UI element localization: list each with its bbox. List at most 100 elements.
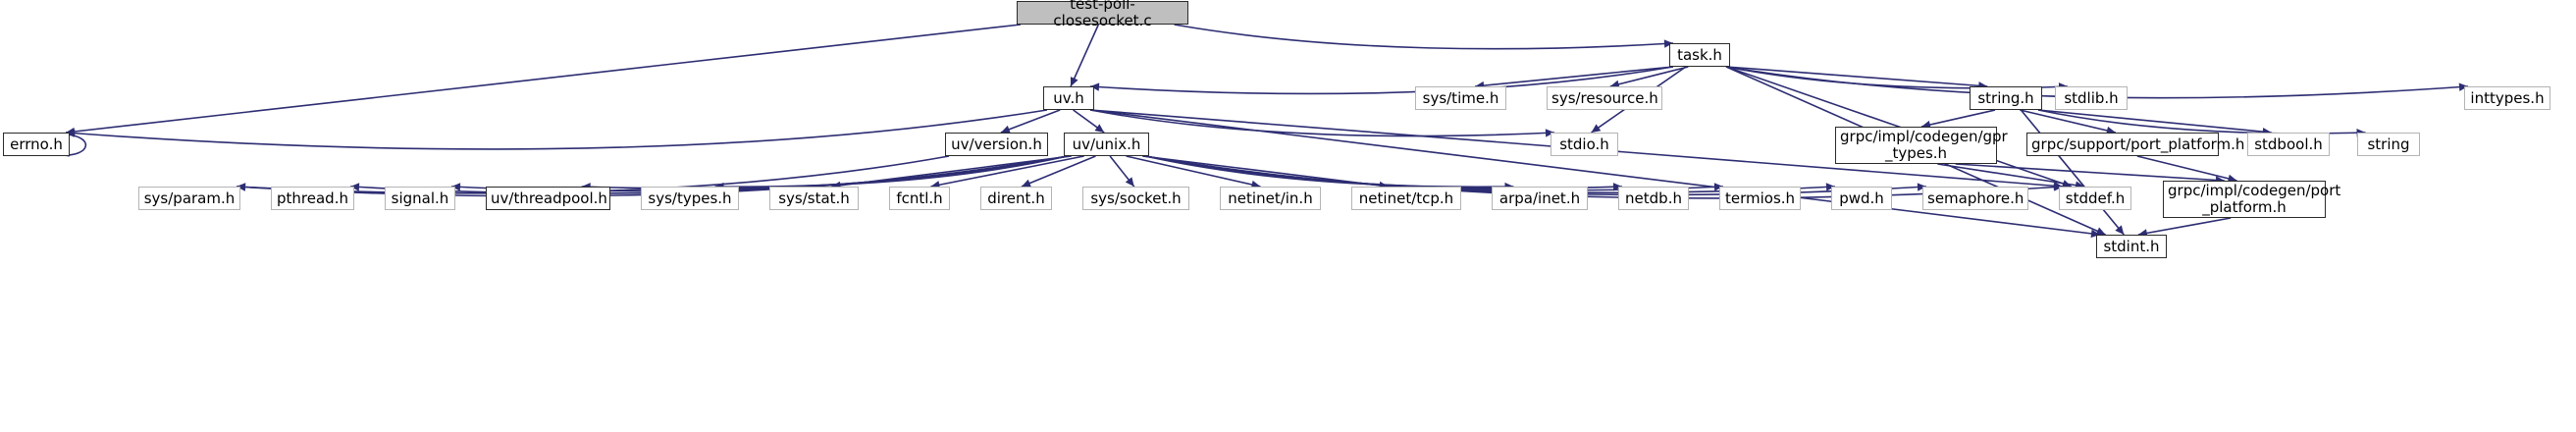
- edge-arrowhead: [2227, 174, 2237, 183]
- graph-node-sysresource[interactable]: sys/resource.h: [1547, 86, 1662, 110]
- graph-node-stdlib[interactable]: stdlib.h: [2055, 86, 2128, 110]
- graph-node-label: signal.h: [391, 189, 449, 207]
- edge-root-to-errno: [65, 24, 1022, 134]
- graph-node-systypes[interactable]: sys/types.h: [641, 187, 739, 210]
- graph-node-label: errno.h: [10, 135, 63, 153]
- edge-arrowhead: [237, 183, 246, 191]
- graph-node-stdbool[interactable]: stdbool.h: [2247, 133, 2330, 156]
- edge-root-to-uv: [1070, 24, 1100, 87]
- graph-node-stddef[interactable]: stddef.h: [2059, 187, 2131, 210]
- edge-arrowhead: [2115, 225, 2125, 235]
- graph-node-label: task.h: [1677, 45, 1722, 64]
- graph-node-threadpool[interactable]: uv/threadpool.h: [486, 187, 610, 210]
- graph-node-netinettcp[interactable]: netinet/tcp.h: [1351, 187, 1461, 210]
- edge-task-to-uv: [1089, 66, 1674, 95]
- graph-node-fcntl[interactable]: fcntl.h: [889, 187, 950, 210]
- graph-node-gprtypes[interactable]: grpc/impl/codegen/gpr _types.h: [1835, 127, 2008, 164]
- edge-stringh-to-stdint: [2020, 109, 2125, 236]
- graph-node-label: stdio.h: [1559, 135, 1609, 153]
- graph-node-errno[interactable]: errno.h: [3, 133, 70, 156]
- graph-node-stringcpp[interactable]: string: [2357, 133, 2420, 156]
- graph-node-semaphore[interactable]: semaphore.h: [1922, 187, 2028, 210]
- edge-arrowhead: [1591, 124, 1602, 133]
- graph-node-pthread[interactable]: pthread.h: [271, 187, 354, 210]
- graph-node-label: fcntl.h: [896, 189, 943, 207]
- graph-node-arpainet[interactable]: arpa/inet.h: [1492, 187, 1588, 210]
- edge-stringh-to-gprtypes: [1920, 109, 1996, 128]
- graph-node-systime[interactable]: sys/time.h: [1415, 86, 1506, 110]
- edge-arrowhead: [451, 183, 461, 191]
- graph-node-label: dirent.h: [987, 189, 1045, 207]
- graph-node-label: uv/threadpool.h: [491, 189, 607, 207]
- graph-node-label: grpc/impl/codegen/gpr _types.h: [1840, 128, 2008, 162]
- edge-uvunix-to-fcntl: [930, 155, 1084, 188]
- graph-node-uv[interactable]: uv.h: [1043, 86, 1094, 110]
- graph-node-inttypes[interactable]: inttypes.h: [2464, 86, 2550, 110]
- edge-arrowhead: [2053, 183, 2063, 191]
- graph-node-dirent[interactable]: dirent.h: [980, 187, 1052, 210]
- graph-node-label: sys/types.h: [648, 189, 732, 207]
- edge-gprtypes-to-stddef: [1937, 163, 2085, 188]
- graph-node-label: arpa/inet.h: [1498, 189, 1581, 207]
- graph-node-label: netdb.h: [1625, 189, 1682, 207]
- edge-task-to-systime: [1475, 66, 1674, 87]
- graph-node-label: sys/time.h: [1422, 88, 1499, 107]
- edge-arrowhead: [1545, 129, 1554, 137]
- graph-node-syssocket[interactable]: sys/socket.h: [1082, 187, 1189, 210]
- graph-node-label: uv/version.h: [951, 135, 1042, 153]
- graph-node-termios[interactable]: termios.h: [1719, 187, 1801, 210]
- edge-arrowhead: [1609, 80, 1620, 88]
- graph-node-netdb[interactable]: netdb.h: [1618, 187, 1689, 210]
- edge-arrowhead: [1713, 183, 1723, 191]
- graph-node-label: stdbool.h: [2254, 135, 2323, 153]
- edge-uv-to-stdio: [1089, 109, 1555, 137]
- graph-node-label: netinet/in.h: [1228, 189, 1313, 207]
- edge-gprtypes-to-codegenport: [1955, 163, 2225, 182]
- graph-node-stdint[interactable]: stdint.h: [2096, 235, 2167, 258]
- graph-node-label: pthread.h: [277, 189, 348, 207]
- graph-node-supportport[interactable]: grpc/support/port_platform.h: [2026, 133, 2244, 156]
- graph-node-label: sys/stat.h: [778, 189, 850, 207]
- graph-node-uvversion[interactable]: uv/version.h: [945, 133, 1048, 156]
- graph-node-stringh[interactable]: string.h: [1970, 86, 2042, 110]
- edge-uvunix-to-termios: [1144, 155, 1724, 191]
- graph-node-stdio[interactable]: stdio.h: [1551, 133, 1618, 156]
- edge-arrowhead: [1000, 125, 1011, 134]
- graph-node-label: semaphore.h: [1927, 189, 2024, 207]
- graph-node-sysparam[interactable]: sys/param.h: [138, 187, 240, 210]
- graph-node-netinetin[interactable]: netinet/in.h: [1220, 187, 1321, 210]
- edge-uvunix-to-systypes: [714, 155, 1069, 188]
- edge-root-to-task: [1174, 24, 1674, 50]
- edge-arrowhead: [350, 183, 360, 191]
- graph-node-label: grpc/impl/codegen/port _platform.h: [2168, 182, 2341, 216]
- edge-uvunix-to-netdb: [1144, 155, 1623, 189]
- graph-node-codegenport[interactable]: grpc/impl/codegen/port _platform.h: [2163, 181, 2341, 218]
- graph-node-sysstat[interactable]: sys/stat.h: [769, 187, 859, 210]
- graph-node-signal[interactable]: signal.h: [385, 187, 455, 210]
- graph-node-label: netinet/tcp.h: [1358, 189, 1454, 207]
- graph-node-label: pwd.h: [1839, 189, 1884, 207]
- graph-node-label: inttypes.h: [2470, 88, 2545, 107]
- edge-arrowhead: [2090, 229, 2100, 239]
- graph-node-label: sys/resource.h: [1551, 88, 1658, 107]
- edge-supportport-to-codegenport: [2136, 155, 2237, 182]
- graph-node-label: sys/param.h: [143, 189, 236, 207]
- graph-node-pwd[interactable]: pwd.h: [1831, 187, 1892, 210]
- graph-node-task[interactable]: task.h: [1669, 43, 1730, 67]
- graph-node-label: stdlib.h: [2064, 88, 2119, 107]
- graph-node-label: stddef.h: [2065, 189, 2126, 207]
- graph-node-uvunix[interactable]: uv/unix.h: [1064, 133, 1149, 156]
- edge-stringh-to-stringcpp: [2037, 109, 2366, 135]
- edge-arrowhead: [1125, 177, 1134, 187]
- edge-uvunix-to-netinetin: [1126, 155, 1261, 188]
- graph-node-root[interactable]: test-poll-closesocket.c: [1017, 0, 1188, 29]
- edge-uvunix-to-sysstat: [831, 155, 1072, 188]
- edge-uvunix-to-arpainet: [1144, 155, 1514, 189]
- graph-node-label: test-poll-closesocket.c: [1053, 0, 1152, 29]
- edge-codegenport-to-stdint: [2137, 217, 2232, 236]
- edge-arrowhead: [1022, 179, 1031, 188]
- edge-arrowhead: [1917, 183, 1926, 191]
- edge-arrowhead: [2458, 82, 2468, 91]
- edge-arrowhead: [1094, 124, 1105, 133]
